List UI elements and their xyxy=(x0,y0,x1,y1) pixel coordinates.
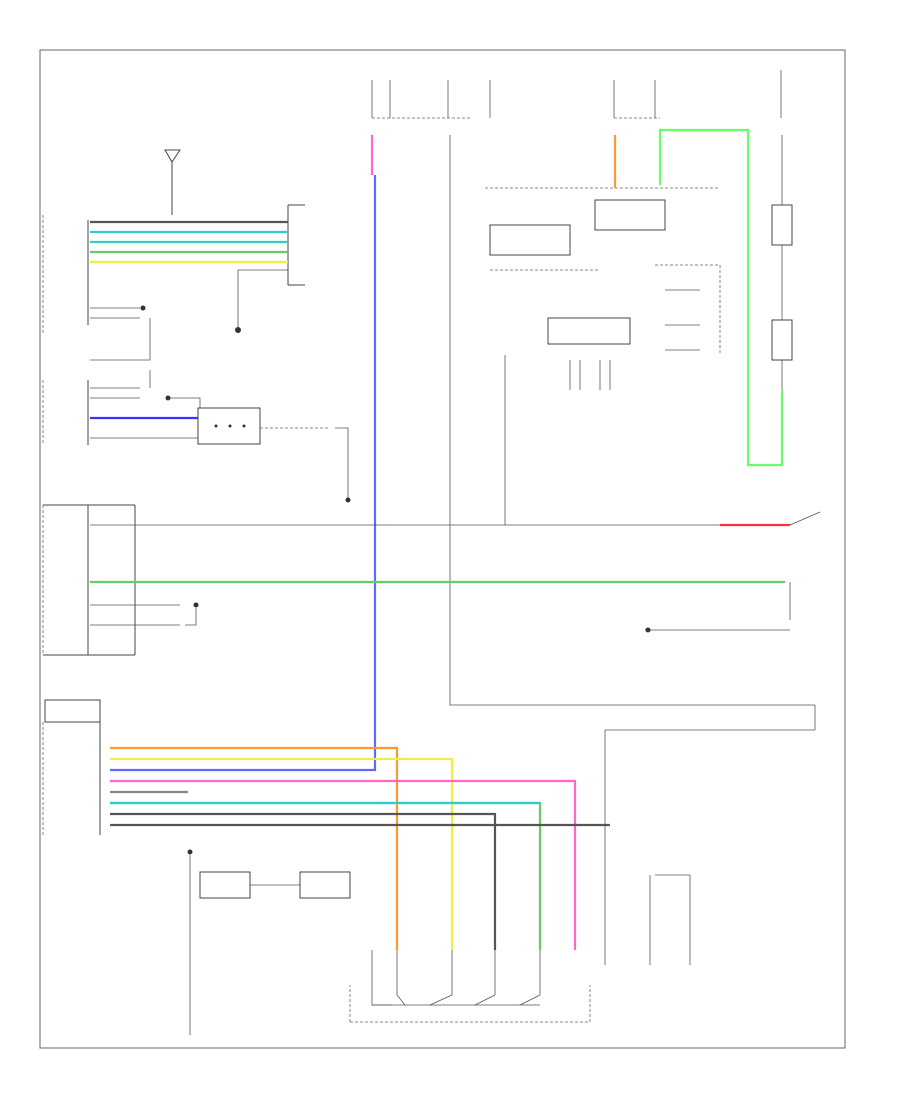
lower-left-connector xyxy=(42,699,101,835)
top-feed-group xyxy=(371,70,782,119)
right-switches xyxy=(771,135,793,390)
left-upper-connector xyxy=(42,215,89,445)
bottom-switch-bank xyxy=(349,950,591,1023)
control-module-box xyxy=(287,204,305,286)
green-loop-wire xyxy=(658,128,784,467)
middle-grounds xyxy=(504,355,611,525)
left-mid-connector xyxy=(42,504,136,656)
antenna-symbol xyxy=(164,149,181,215)
mid-horizontal-wires xyxy=(90,511,821,633)
signal-wires-upper xyxy=(90,220,288,333)
lower-right-feeds xyxy=(604,705,816,965)
diagram-frame xyxy=(39,49,846,1049)
purple-main-wire xyxy=(110,175,377,772)
lower-left-switches xyxy=(187,849,351,1035)
lower-wire-bundle xyxy=(110,746,610,950)
relay-wires xyxy=(90,416,351,503)
ground-stubs-left xyxy=(90,305,201,408)
gray-main-wire xyxy=(449,135,815,706)
relay-box-left xyxy=(197,407,261,445)
upper-right-modules xyxy=(485,187,721,355)
